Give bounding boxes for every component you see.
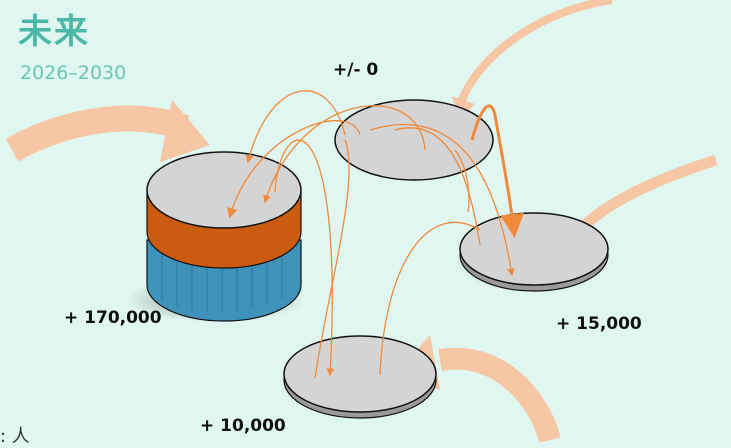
node-top-disc: [334, 99, 494, 181]
node-bottom-value: + 10,000: [200, 416, 286, 436]
node-right-value: + 15,000: [556, 314, 642, 334]
node-top-value: +/- 0: [333, 60, 379, 80]
flow-arrow: [263, 105, 426, 204]
flow-arrow: [245, 90, 346, 164]
flow-arrow: [454, 149, 470, 213]
flow-arrow: [369, 123, 515, 277]
node-bottom-disc: [280, 335, 440, 419]
flow-arrows: [227, 90, 515, 379]
inflow-arrow-left: [5, 100, 210, 162]
flow-arrow: [394, 127, 481, 246]
node-left-cylinder: [125, 151, 305, 322]
flow-arrow: [227, 120, 361, 219]
page-title: 未来: [18, 12, 90, 52]
inflow-arrow-top-right: [452, 0, 613, 122]
flow-arrow: [379, 221, 481, 376]
flow-arrow: [274, 139, 335, 377]
page-subtitle: 2026–2030: [20, 62, 127, 84]
flow-arrow: [314, 139, 350, 379]
node-right-disc: [454, 212, 610, 292]
legend-unit: : 人: [0, 426, 30, 447]
node-left-value: + 170,000: [64, 308, 162, 328]
flow-arrow-strong: [470, 104, 524, 238]
